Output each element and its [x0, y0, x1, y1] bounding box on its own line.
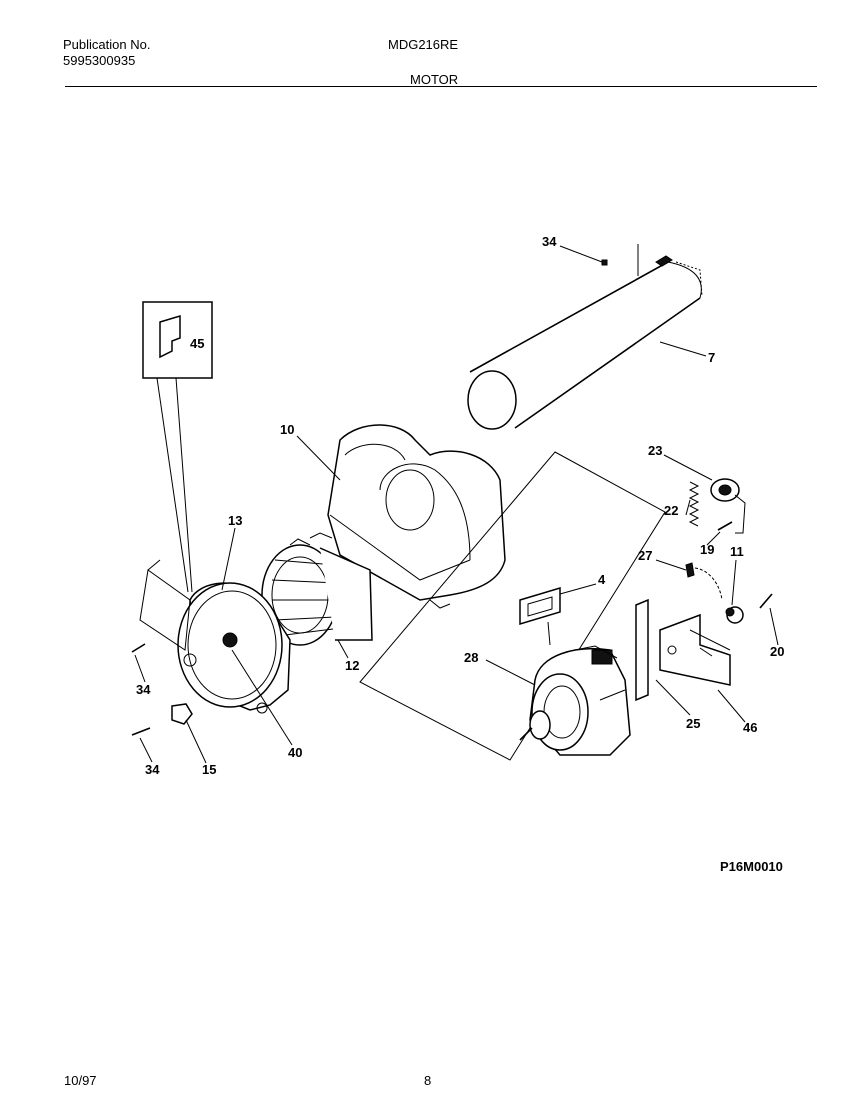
blower-cover-part: [139, 559, 291, 714]
part-label: 25: [686, 716, 700, 731]
idler-bracket-part: [635, 598, 731, 702]
motor-part: [519, 645, 631, 756]
base-plate-outline: [359, 451, 666, 761]
part-label: 20: [770, 644, 784, 659]
part-label: 22: [664, 503, 678, 518]
part-label: 34: [136, 682, 151, 697]
part-label: 28: [464, 650, 478, 665]
part-label: 13: [228, 513, 242, 528]
small-hardware: [131, 259, 773, 736]
model-number: MDG216RE: [388, 37, 459, 52]
part-label: 23: [648, 443, 662, 458]
footer-date: 10/97: [64, 1073, 97, 1088]
part-label: 11: [730, 544, 744, 559]
clip-inset-part: [142, 301, 213, 593]
part-label: 45: [190, 336, 204, 351]
figure-code: P16M0010: [720, 859, 783, 874]
part-label: 7: [708, 350, 715, 365]
part-label: 46: [743, 720, 757, 735]
blower-wheel-part: [261, 532, 373, 646]
blower-housing-part: [327, 424, 506, 609]
leader-lines: [134, 245, 779, 764]
exhaust-duct-part: [467, 244, 703, 430]
part-label: 12: [345, 658, 359, 673]
part-label: 34: [145, 762, 160, 777]
part-label: 10: [280, 422, 294, 437]
header-rule: [65, 86, 817, 87]
page-number: 8: [424, 1073, 432, 1088]
motor-bracket-part: [519, 586, 561, 646]
section-title: MOTOR: [410, 72, 459, 87]
publication-label: Publication No.: [63, 37, 151, 52]
part-label: 34: [542, 234, 557, 249]
part-label: 19: [700, 542, 714, 557]
part-label: 40: [288, 745, 302, 760]
part-label: 27: [638, 548, 652, 563]
part-labels: 34 7 45 10 23 22 19 11 27 4 13 12 28 34 …: [136, 234, 784, 777]
publication-number: 5995300935: [63, 53, 136, 68]
part-label: 15: [202, 762, 216, 777]
part-label: 4: [598, 572, 606, 587]
